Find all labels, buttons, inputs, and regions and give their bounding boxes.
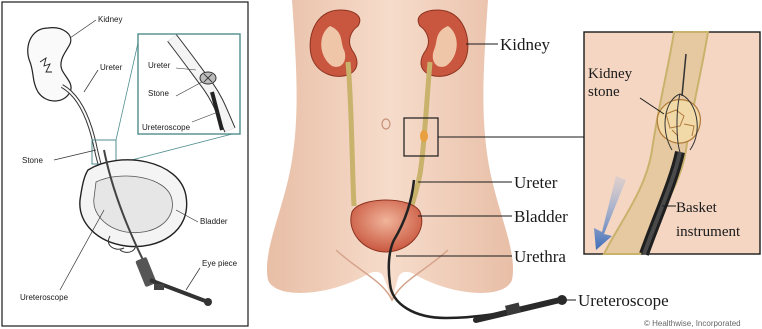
right-inset-label-basket-1: Basket (676, 200, 718, 216)
torso-label-kidney: Kidney (500, 35, 551, 54)
left-inset (138, 34, 240, 134)
torso-label-ureteroscope: Ureteroscope (578, 291, 669, 310)
right-inset-label-kidney-stone-2: stone (588, 84, 620, 100)
left-panel: Kidney Ureter Stone Bladder Eye piece Ur… (2, 2, 248, 326)
left-label-stone: Stone (22, 156, 43, 165)
right-inset-stone (657, 100, 700, 143)
left-label-kidney: Kidney (98, 15, 122, 24)
right-inset: Kidney stone Basket instrument (584, 32, 760, 254)
left-label-ureteroscope: Ureteroscope (20, 293, 69, 302)
left-inset-label-stone: Stone (148, 89, 169, 98)
torso-label-bladder: Bladder (514, 207, 568, 226)
left-label-bladder: Bladder (200, 217, 228, 226)
torso-label-ureter: Ureter (514, 173, 558, 192)
torso-stone (420, 130, 428, 142)
right-inset-label-kidney-stone-1: Kidney (588, 66, 633, 82)
left-inset-label-ureter: Ureter (148, 61, 171, 70)
left-label-ureter: Ureter (100, 63, 123, 72)
right-inset-label-basket-2: instrument (676, 224, 741, 240)
torso-label-urethra: Urethra (514, 247, 566, 266)
left-label-eye-piece: Eye piece (202, 259, 238, 268)
credit-text: © Healthwise, Incorporated (644, 319, 741, 328)
left-inset-label-ureteroscope: Ureteroscope (142, 123, 191, 132)
